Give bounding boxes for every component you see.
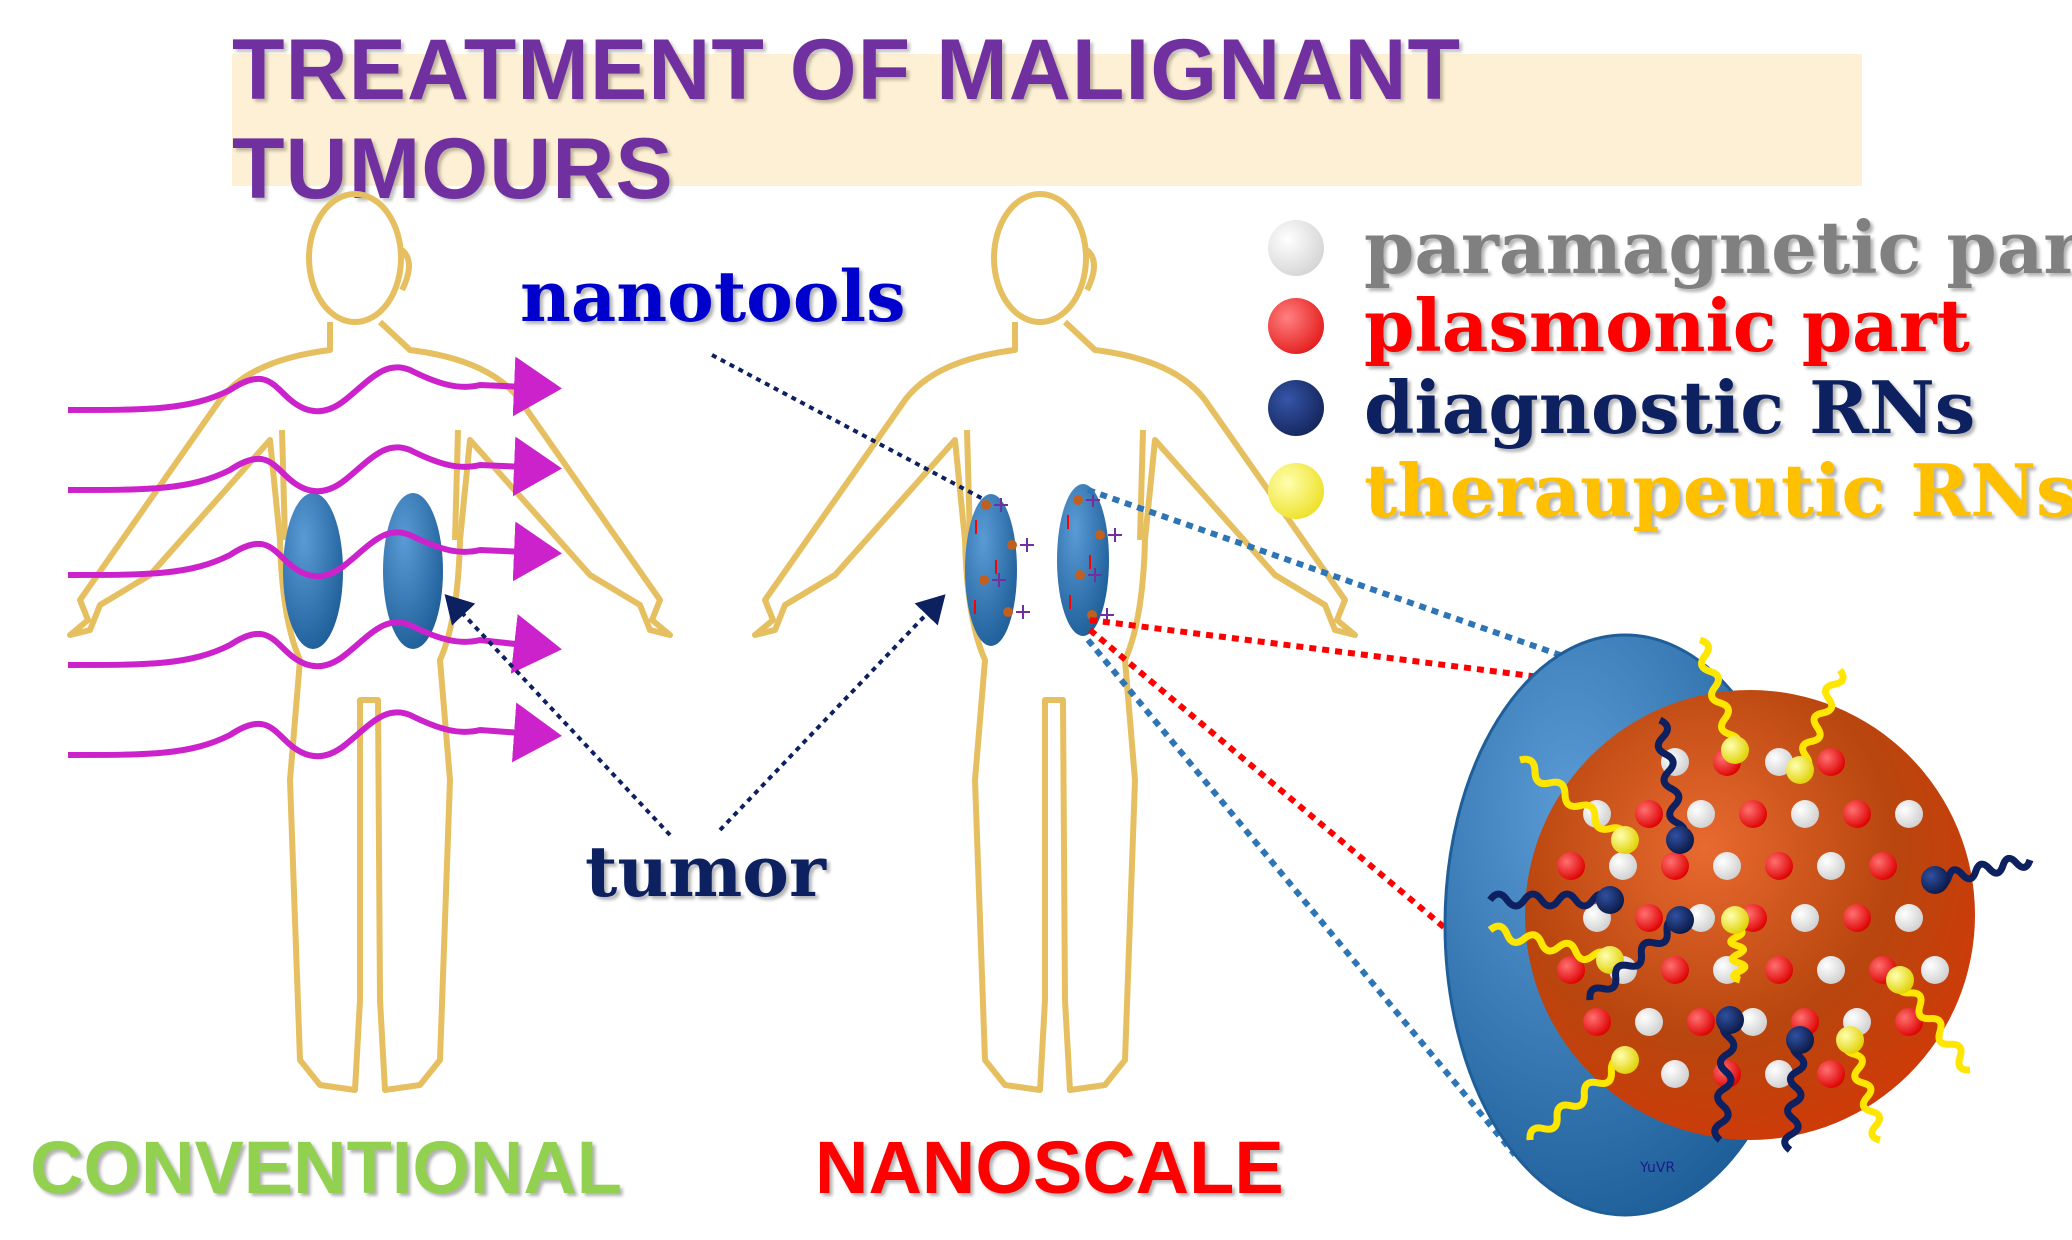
ligand-head bbox=[1886, 966, 1914, 994]
ligand-chain bbox=[1711, 1016, 1738, 1143]
radiation-waves bbox=[67, 356, 562, 763]
nanoparticle-ligands bbox=[1487, 636, 2034, 1153]
wave-3 bbox=[67, 521, 562, 582]
navy-dot-icon bbox=[1268, 379, 1324, 436]
particle-dot bbox=[1817, 852, 1845, 880]
particle-dot bbox=[1739, 1008, 1767, 1036]
particle-dot bbox=[1791, 904, 1819, 932]
ligand-chain bbox=[1487, 890, 1613, 910]
ligand-head bbox=[1786, 756, 1814, 784]
ligand-chain bbox=[1932, 854, 2034, 888]
particle-dot bbox=[1765, 1060, 1793, 1088]
particle-dot bbox=[1635, 904, 1663, 932]
conventional-label: CONVENTIONAL bbox=[30, 1126, 622, 1209]
particle-dot bbox=[1687, 904, 1715, 932]
particle-dot bbox=[1843, 800, 1871, 828]
ligand-head bbox=[1611, 826, 1639, 854]
particle-dot bbox=[1817, 748, 1845, 776]
particle-dot bbox=[1661, 1060, 1689, 1088]
nanoscale-label: NANOSCALE bbox=[815, 1126, 1284, 1209]
ligand-chain bbox=[1526, 1055, 1626, 1141]
particle-dot bbox=[1765, 956, 1793, 984]
particle-dot bbox=[1817, 1060, 1845, 1088]
legend-label-diagnostic: diagnostic RNs bbox=[1364, 365, 1976, 450]
particle-dot bbox=[1895, 800, 1923, 828]
particle-dot bbox=[1791, 800, 1819, 828]
legend-label-paramagnetic: paramagnetic part bbox=[1364, 205, 2072, 290]
yellow-dot-icon bbox=[1268, 462, 1324, 519]
particle-dot bbox=[1687, 1008, 1715, 1036]
nanoparticle-zoom bbox=[1443, 633, 2034, 1217]
particle-dot bbox=[1557, 852, 1585, 880]
nanotools-pointer bbox=[711, 353, 986, 502]
ligand-chain bbox=[1842, 1037, 1883, 1144]
legend-row-therapeutic: theraupeutic RNs bbox=[1268, 448, 2072, 533]
ligand-chain bbox=[1698, 636, 1742, 753]
particle-dot bbox=[1635, 800, 1663, 828]
tumor-pointer-right bbox=[718, 594, 946, 832]
ligand-chain bbox=[1799, 667, 1847, 774]
particle-dot bbox=[1843, 904, 1871, 932]
red-dot-icon bbox=[1268, 297, 1324, 354]
tumor-pointer-left bbox=[444, 594, 672, 837]
zoom-line-blue-top bbox=[1087, 487, 1561, 658]
legend-label-plasmonic: plasmonic part bbox=[1364, 283, 1970, 368]
ligand-chain bbox=[1586, 915, 1681, 1001]
ligand-head bbox=[1786, 1026, 1814, 1054]
ligand-chain bbox=[1487, 922, 1614, 964]
particle-dot bbox=[1739, 800, 1767, 828]
tumor-left-1 bbox=[283, 493, 343, 649]
particle-dot bbox=[1895, 904, 1923, 932]
ligand-head bbox=[1721, 906, 1749, 934]
particle-dot bbox=[1661, 852, 1689, 880]
tumor-right-1 bbox=[965, 494, 1017, 646]
particle-dot bbox=[1557, 956, 1585, 984]
ligand-chain bbox=[1895, 978, 1971, 1074]
legend-row-plasmonic: plasmonic part bbox=[1268, 283, 1970, 368]
particle-dot bbox=[1765, 748, 1793, 776]
particle-dot bbox=[1609, 852, 1637, 880]
particle-dot bbox=[1765, 852, 1793, 880]
particle-dot bbox=[1635, 1008, 1663, 1036]
particle-dot bbox=[1687, 800, 1715, 828]
legend-row-paramagnetic: paramagnetic part bbox=[1268, 205, 2072, 290]
ligand-chain bbox=[1519, 755, 1629, 841]
nanotools-label: nanotools bbox=[520, 255, 906, 338]
ligand-head bbox=[1666, 906, 1694, 934]
tumor-label: tumor bbox=[585, 830, 826, 913]
ligand-head bbox=[1921, 866, 1949, 894]
particle-dot bbox=[1869, 852, 1897, 880]
wave-2 bbox=[67, 436, 562, 497]
particle-dot bbox=[1583, 1008, 1611, 1036]
white-dot-icon bbox=[1268, 219, 1324, 276]
ligand-head bbox=[1666, 826, 1694, 854]
particle-dot bbox=[1817, 956, 1845, 984]
ligand-head bbox=[1721, 736, 1749, 764]
ligand-chain bbox=[1654, 716, 1688, 843]
tumor-right-2 bbox=[1057, 484, 1109, 636]
particle-dot bbox=[1921, 956, 1949, 984]
nanotools-on-tumors bbox=[974, 493, 1122, 622]
ligand-head bbox=[1836, 1026, 1864, 1054]
legend-label-therapeutic: theraupeutic RNs bbox=[1364, 448, 2072, 533]
wave-1 bbox=[67, 356, 562, 417]
title-banner: TREATMENT OF MALIGNANT TUMOURS bbox=[232, 22, 1862, 217]
legend-row-diagnostic: diagnostic RNs bbox=[1268, 365, 1975, 450]
ligand-chain bbox=[1781, 1036, 1808, 1153]
page-title: TREATMENT OF MALIGNANT TUMOURS bbox=[232, 22, 1462, 217]
particle-dot bbox=[1713, 852, 1741, 880]
ligand-head bbox=[1611, 1046, 1639, 1074]
wave-5 bbox=[67, 702, 562, 763]
particle-dot bbox=[1661, 956, 1689, 984]
ligand-head bbox=[1596, 886, 1624, 914]
wave-4 bbox=[67, 614, 562, 674]
ligand-head bbox=[1716, 1006, 1744, 1034]
human-body-nanoscale bbox=[752, 191, 1358, 1093]
signature: YuVR bbox=[1640, 1160, 1676, 1176]
